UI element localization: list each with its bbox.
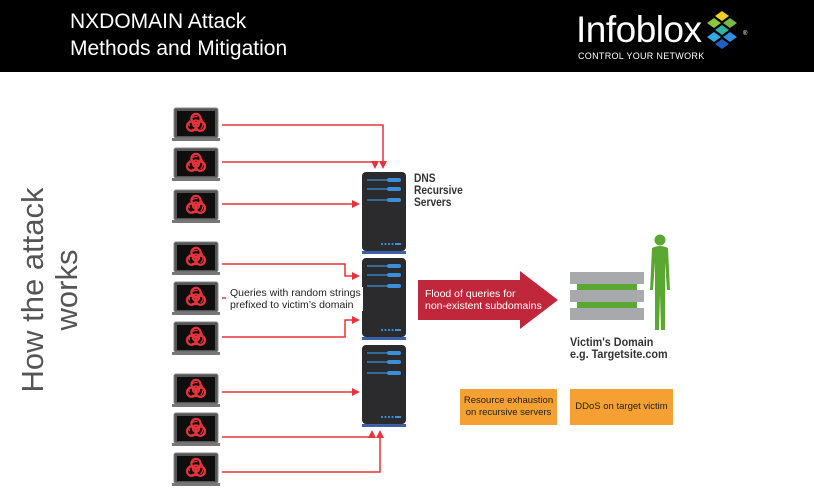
logo-diamond-3 (723, 18, 737, 28)
title-line-2: Methods and Mitigation (70, 37, 288, 60)
queries-label-line-1: Queries with random strings (230, 287, 361, 299)
logo-diamond-1 (715, 11, 729, 21)
logo-diamond-2 (707, 18, 721, 28)
query-arrow-8 (222, 430, 376, 438)
dns-server-3 (361, 344, 407, 428)
dns-label-line-2: Recursive (414, 183, 463, 197)
registered-mark: ® (743, 30, 748, 37)
query-arrow-4 (222, 263, 360, 280)
infoblox-logo-text: Infoblox (576, 9, 702, 50)
flood-label-line-2: non-existent subdomains (425, 300, 542, 312)
dns-server-1 (361, 171, 407, 255)
query-arrow-6 (222, 316, 360, 338)
flood-label: Flood of queries for non-existent subdom… (425, 288, 542, 312)
flood-label-line-1: Flood of queries for (425, 288, 516, 300)
attacker-laptop-7 (170, 372, 222, 409)
dns-label-line-3: Servers (414, 195, 452, 209)
attacker-laptop-1 (170, 106, 222, 143)
impact-box-resource-exhaustion: Resource exhaustion on recursive servers (460, 389, 557, 425)
flood-arrow (418, 271, 558, 329)
title-line-1: NXDOMAIN Attack (70, 10, 247, 33)
query-arrow-9 (222, 430, 384, 473)
query-arrow-1 (222, 124, 387, 169)
dns-server-2 (361, 257, 407, 341)
attacker-laptop-5 (170, 280, 222, 317)
victim-domain-label: Victim's Domain e.g. Targetsite.com (570, 336, 668, 360)
attacker-laptop-3 (170, 188, 222, 225)
dns-label-line-1: DNS (414, 171, 436, 185)
impact-box-1-line-1: Resource exhaustion (463, 395, 554, 406)
attacker-laptop-2 (170, 146, 222, 183)
queries-label: Queries with random strings prefixed to … (228, 287, 363, 311)
infoblox-logo-icon: ® (707, 11, 748, 49)
attacker-laptop-8 (170, 411, 222, 448)
victim-person-icon (650, 234, 670, 330)
victim-label-line-2: e.g. Targetsite.com (570, 347, 668, 361)
victim-domain-icon (570, 272, 644, 320)
logo-tagline: CONTROL YOUR NETWORK (578, 51, 705, 61)
impact-box-ddos: DDoS on target victim (570, 389, 673, 425)
header-bar: NXDOMAIN Attack Methods and Mitigation I… (0, 0, 814, 72)
attacker-laptop-6 (170, 320, 222, 357)
dns-recursive-servers-label: DNS Recursive Servers (414, 172, 463, 208)
attacker-laptop-4 (170, 240, 222, 277)
queries-label-line-2: prefixed to victim’s domain (230, 299, 354, 311)
impact-box-1-line-2: on recursive servers (465, 407, 552, 418)
logo-diamond-7 (715, 39, 729, 49)
logo-diamond-6 (723, 32, 737, 42)
logo-diamond-4 (715, 25, 729, 35)
attacker-laptop-9 (170, 451, 222, 488)
logo-diamond-5 (707, 32, 721, 42)
impact-box-2-line-1: DDoS on target victim (575, 401, 668, 412)
victim-label-line-1: Victim's Domain (570, 335, 654, 349)
query-arrow-2 (222, 161, 379, 169)
page-title: NXDOMAIN Attack Methods and Mitigation (70, 8, 287, 62)
